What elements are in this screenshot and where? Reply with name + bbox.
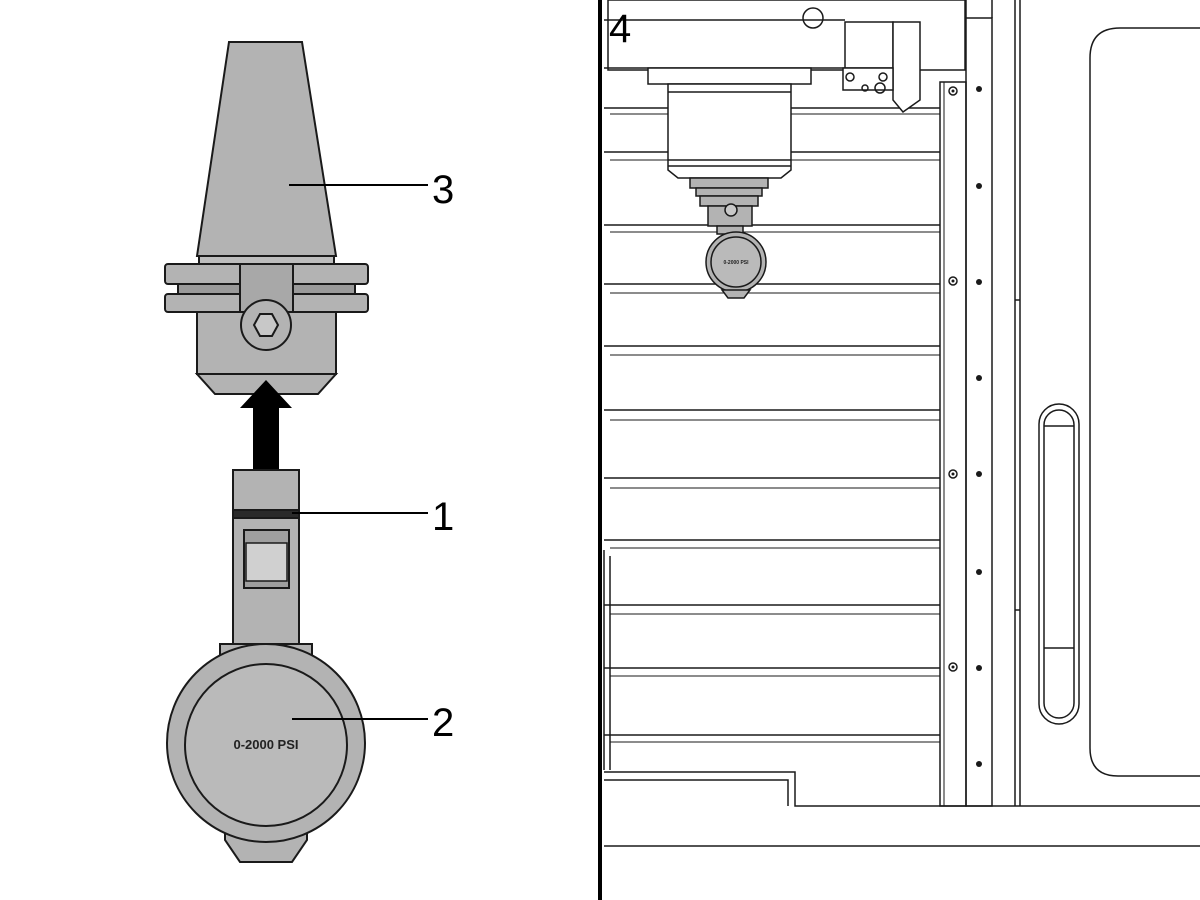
insert-direction-arrow-icon <box>240 380 292 476</box>
machine-door <box>1089 27 1200 777</box>
exploded-view: 0-2000 PSI <box>164 41 369 863</box>
hex-socket-icon <box>252 313 280 337</box>
pressure-gauge-assembly: 0-2000 PSI <box>166 469 366 863</box>
gauge-shank-top <box>232 469 300 511</box>
wrench-flat-face <box>245 542 288 582</box>
gauge-range-label: 0-2000 PSI <box>233 737 298 752</box>
callout-leaders-left <box>289 184 428 720</box>
spindle-nose <box>667 83 792 179</box>
frame-bolts <box>948 86 982 767</box>
callout-1: 1 <box>432 495 454 539</box>
frame-rails <box>939 0 1021 807</box>
tool-holder-taper <box>195 41 338 257</box>
door-handle <box>1038 403 1080 725</box>
installed-gauge-assembly: 0-2000 PSI <box>689 177 769 299</box>
machine-view: 0-2000 PSI <box>603 0 1200 847</box>
callout-3: 3 <box>432 168 454 212</box>
callout-4: 4 <box>609 7 631 51</box>
tool-holder-collar <box>198 255 335 265</box>
installed-gauge-label: 0-2000 PSI <box>723 260 749 266</box>
tool-holder <box>164 41 369 395</box>
gauge-dial <box>184 663 348 827</box>
enclosure-slats <box>604 107 940 743</box>
o-ring <box>232 509 300 519</box>
machine-table-step <box>604 771 1200 807</box>
spindle-head <box>604 0 966 114</box>
callout-2: 2 <box>432 701 454 745</box>
